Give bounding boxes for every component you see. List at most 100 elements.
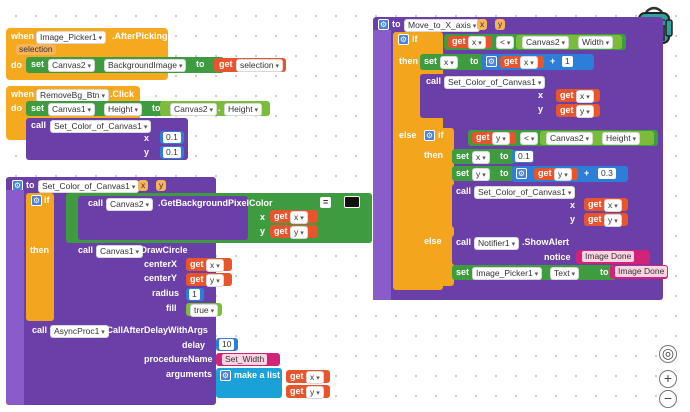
add-block[interactable]: ⚙ get y + 0.3 bbox=[512, 166, 628, 182]
component-dropdown[interactable]: AsyncProc1 bbox=[50, 325, 109, 338]
canvas-dropdown[interactable]: Canvas2 bbox=[170, 103, 218, 116]
string-block[interactable]: Image Done bbox=[576, 250, 650, 264]
canvas2-height-block[interactable]: Canvas2 . Height bbox=[160, 101, 270, 116]
canvas-dropdown[interactable]: Canvas2 bbox=[106, 198, 154, 211]
property-dropdown[interactable]: Height bbox=[224, 103, 263, 116]
if-then-block[interactable]: ⚙ if then bbox=[26, 193, 54, 321]
canvas-dropdown[interactable]: Canvas1 bbox=[48, 103, 96, 116]
number-block-x[interactable]: 0.1 bbox=[160, 131, 184, 144]
operator-dropdown[interactable]: < bbox=[520, 132, 539, 145]
var-dropdown[interactable]: y bbox=[306, 386, 324, 399]
canvas-dropdown[interactable]: Canvas2 bbox=[546, 132, 594, 145]
var-dropdown[interactable]: y bbox=[604, 214, 622, 227]
mutator-icon[interactable]: ⚙ bbox=[378, 19, 389, 30]
make-list-block[interactable]: ⚙ make a list bbox=[216, 368, 282, 398]
canvas-height-block[interactable]: Canvas2 Height bbox=[540, 131, 654, 145]
mutator-icon[interactable]: ⚙ bbox=[424, 130, 435, 141]
var-dropdown[interactable]: x bbox=[468, 36, 486, 49]
get-y-block[interactable]: get y bbox=[186, 273, 232, 287]
get-x-block[interactable]: get x bbox=[186, 258, 232, 272]
property-dropdown[interactable]: Width bbox=[578, 36, 614, 49]
procedure-dropdown[interactable]: Set_Color_of_Canvas1 bbox=[474, 186, 576, 199]
get-y-block[interactable]: get y bbox=[472, 132, 516, 145]
param-y[interactable]: y bbox=[495, 19, 506, 30]
number-value[interactable]: 1 bbox=[562, 56, 573, 67]
procedure-name-field[interactable]: Set_Color_of_Canvas1 bbox=[38, 180, 140, 193]
set-y-block[interactable]: set y to bbox=[452, 166, 514, 181]
color-swatch[interactable] bbox=[344, 196, 360, 208]
var-dropdown[interactable]: y bbox=[492, 132, 510, 145]
number-block[interactable]: 0.1 bbox=[512, 150, 534, 163]
call-set-color-block[interactable]: call Set_Color_of_Canvas1 x y bbox=[452, 184, 594, 228]
get-y-block[interactable]: get y bbox=[286, 385, 330, 399]
var-dropdown[interactable]: y bbox=[206, 274, 224, 287]
string-value[interactable]: Image Done bbox=[582, 251, 635, 262]
number-block-y[interactable]: 0.1 bbox=[160, 146, 184, 159]
canvas-dropdown[interactable]: Canvas2 bbox=[522, 36, 570, 49]
string-value[interactable]: Image Done bbox=[615, 266, 668, 277]
get-x-block[interactable]: get x bbox=[584, 198, 628, 212]
get-x-block[interactable]: get x bbox=[556, 89, 600, 103]
mutator-icon[interactable]: ⚙ bbox=[486, 56, 497, 67]
mutator-icon[interactable]: ⚙ bbox=[31, 195, 42, 206]
get-x-block[interactable]: get x bbox=[500, 56, 544, 69]
get-y-block[interactable]: get y bbox=[556, 104, 600, 118]
set-x-block[interactable]: set x to bbox=[420, 54, 484, 70]
center-target-button[interactable]: ◎ bbox=[659, 345, 677, 363]
boolean-block[interactable]: true bbox=[186, 303, 222, 317]
component-dropdown[interactable]: Image_Picker1 bbox=[36, 31, 107, 44]
number-value[interactable]: 1 bbox=[189, 289, 200, 300]
less-than-height-block[interactable]: get y < Canvas2 Height bbox=[468, 130, 658, 146]
var-dropdown[interactable]: x bbox=[206, 259, 224, 272]
var-dropdown[interactable]: selection bbox=[236, 59, 284, 72]
var-dropdown[interactable]: x bbox=[520, 56, 538, 69]
var-dropdown[interactable]: y bbox=[554, 168, 572, 181]
get-x-block[interactable]: get x bbox=[448, 36, 492, 49]
property-dropdown[interactable]: Text bbox=[550, 267, 580, 280]
canvas-dropdown[interactable]: Canvas2 bbox=[48, 59, 96, 72]
param-x[interactable]: x bbox=[477, 19, 488, 30]
number-block[interactable]: 10 bbox=[216, 338, 238, 351]
get-y-block[interactable]: get y bbox=[584, 213, 628, 227]
mutator-icon[interactable]: ⚙ bbox=[220, 370, 231, 381]
inner-if-else-block[interactable]: ⚙ if then else bbox=[420, 128, 454, 286]
var-dropdown[interactable]: y bbox=[290, 226, 308, 239]
component-dropdown[interactable]: Notifier1 bbox=[474, 237, 520, 250]
procedure-dropdown[interactable]: Set_Color_of_Canvas1 bbox=[50, 120, 152, 133]
string-value[interactable]: Set_Width bbox=[222, 354, 268, 365]
get-selection-block[interactable]: get selection bbox=[214, 58, 286, 72]
number-block[interactable]: 1 bbox=[186, 288, 204, 301]
var-dropdown[interactable]: y bbox=[576, 105, 594, 118]
set-background-image-block[interactable]: set Canvas2 BackgroundImage to bbox=[26, 57, 224, 73]
draw-circle-call-block[interactable]: call Canvas1 .DrawCircle centerX centerY… bbox=[56, 243, 188, 317]
procedure-name-field[interactable]: Move_to_X_axis bbox=[404, 19, 481, 32]
zoom-in-button[interactable]: + bbox=[659, 370, 677, 388]
get-pixel-color-call-block[interactable]: call Canvas2 .GetBackgroundPixelColor x … bbox=[78, 196, 273, 240]
number-value[interactable]: 0.1 bbox=[515, 151, 533, 162]
boolean-dropdown[interactable]: true bbox=[190, 304, 219, 317]
get-x-block[interactable]: get x bbox=[270, 210, 318, 224]
number-value[interactable]: 0.3 bbox=[598, 168, 616, 179]
number-value[interactable]: 10 bbox=[219, 339, 235, 350]
call-set-color-block[interactable]: call Set_Color_of_Canvas1 x y bbox=[420, 74, 556, 118]
show-alert-call-block[interactable]: call Notifier1 .ShowAlert notice bbox=[452, 235, 578, 265]
var-dropdown[interactable]: x bbox=[604, 199, 622, 212]
get-x-block[interactable]: get x bbox=[286, 370, 330, 384]
async-call-block[interactable]: call AsyncProc1 .CallAfterDelayWithArgs … bbox=[26, 322, 216, 398]
mutator-icon[interactable]: ⚙ bbox=[398, 34, 409, 45]
var-dropdown[interactable]: y bbox=[472, 168, 490, 181]
canvas-width-block[interactable]: Canvas2 Width bbox=[516, 35, 622, 49]
operator-dropdown[interactable]: < bbox=[496, 36, 515, 49]
set-x-block[interactable]: set x to bbox=[452, 149, 514, 164]
property-dropdown[interactable]: BackgroundImage bbox=[104, 59, 187, 72]
param-x[interactable]: x bbox=[138, 180, 149, 191]
string-block[interactable]: Set_Width bbox=[216, 353, 280, 366]
var-dropdown[interactable]: x bbox=[290, 211, 308, 224]
procedure-dropdown[interactable]: Set_Color_of_Canvas1 bbox=[444, 76, 546, 89]
set-canvas-height-block[interactable]: set Canvas1 Height to bbox=[26, 101, 164, 116]
get-y-block[interactable]: get y bbox=[270, 225, 318, 239]
selection-param[interactable]: selection bbox=[16, 44, 56, 55]
property-dropdown[interactable]: Height bbox=[104, 103, 143, 116]
var-dropdown[interactable]: x bbox=[440, 56, 458, 69]
component-dropdown[interactable]: Image_Picker1 bbox=[472, 267, 543, 280]
